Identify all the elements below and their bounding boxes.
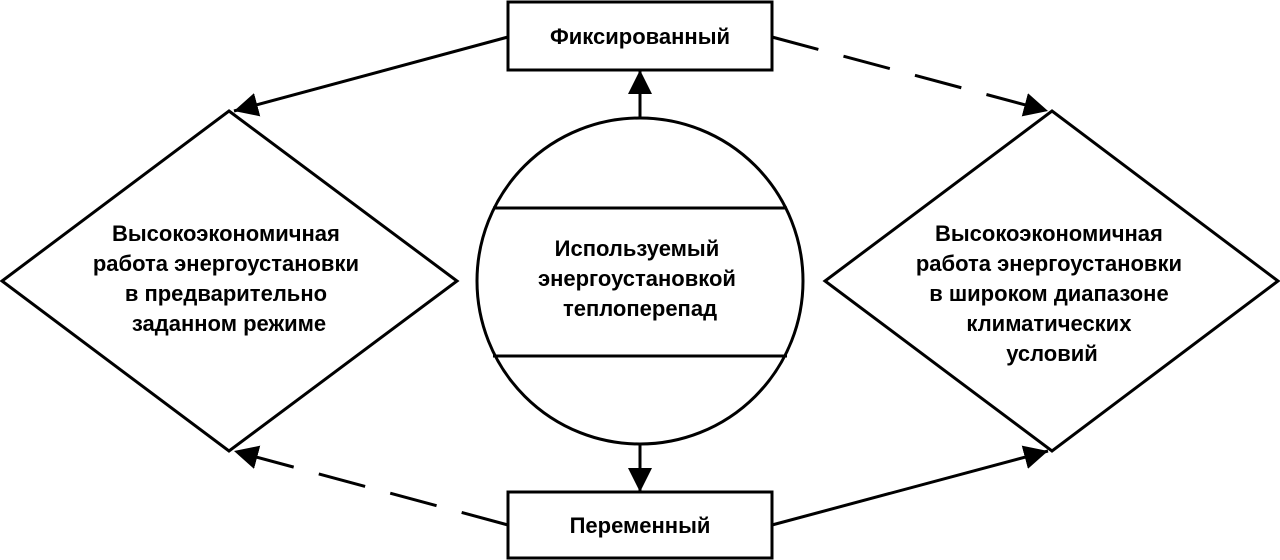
right-diamond-line-3: в широком диапазоне — [929, 281, 1169, 306]
fixed-box-label: Фиксированный — [550, 24, 730, 49]
right-diamond-line-5: условий — [1006, 341, 1098, 366]
dashed-arrow-fixed-to-right-diamond — [771, 35, 1049, 117]
heat-drop-circle: Используемый энергоустановкой теплопереп… — [475, 116, 805, 446]
left-diamond-line-1: Высокоэкономичная — [112, 221, 340, 246]
variable-box-label: Переменный — [570, 513, 711, 538]
circle-line-3: теплоперепад — [563, 296, 717, 321]
variable-box: Переменный — [506, 490, 774, 560]
left-diamond-text: Высокоэкономичная работа энергоустановки… — [93, 221, 365, 336]
right-diamond-line-4: климатических — [966, 311, 1132, 336]
right-diamond-line-2: работа энергоустановки — [916, 251, 1182, 276]
right-diamond-text: Высокоэкономичная работа энергоустановки… — [916, 221, 1188, 366]
right-diamond-line-1: Высокоэкономичная — [935, 221, 1163, 246]
dashed-arrow-variable-to-left-diamond — [233, 445, 509, 527]
left-diamond-line-2: работа энергоустановки — [93, 251, 359, 276]
right-diamond: Высокоэкономичная работа энергоустановки… — [822, 109, 1280, 453]
circle-line-2: энергоустановкой — [538, 266, 736, 291]
left-diamond-line-3: в предварительно — [125, 281, 327, 306]
circle-line-1: Используемый — [555, 236, 720, 261]
circle-text: Используемый энергоустановкой теплопереп… — [538, 236, 742, 321]
left-diamond: Высокоэкономичная работа энергоустановки… — [0, 109, 460, 453]
arrow-variable-to-right-diamond — [771, 445, 1049, 527]
fixed-box: Фиксированный — [506, 0, 774, 72]
left-diamond-line-4: заданном режиме — [132, 311, 326, 336]
arrow-fixed-to-left-diamond — [233, 35, 509, 117]
